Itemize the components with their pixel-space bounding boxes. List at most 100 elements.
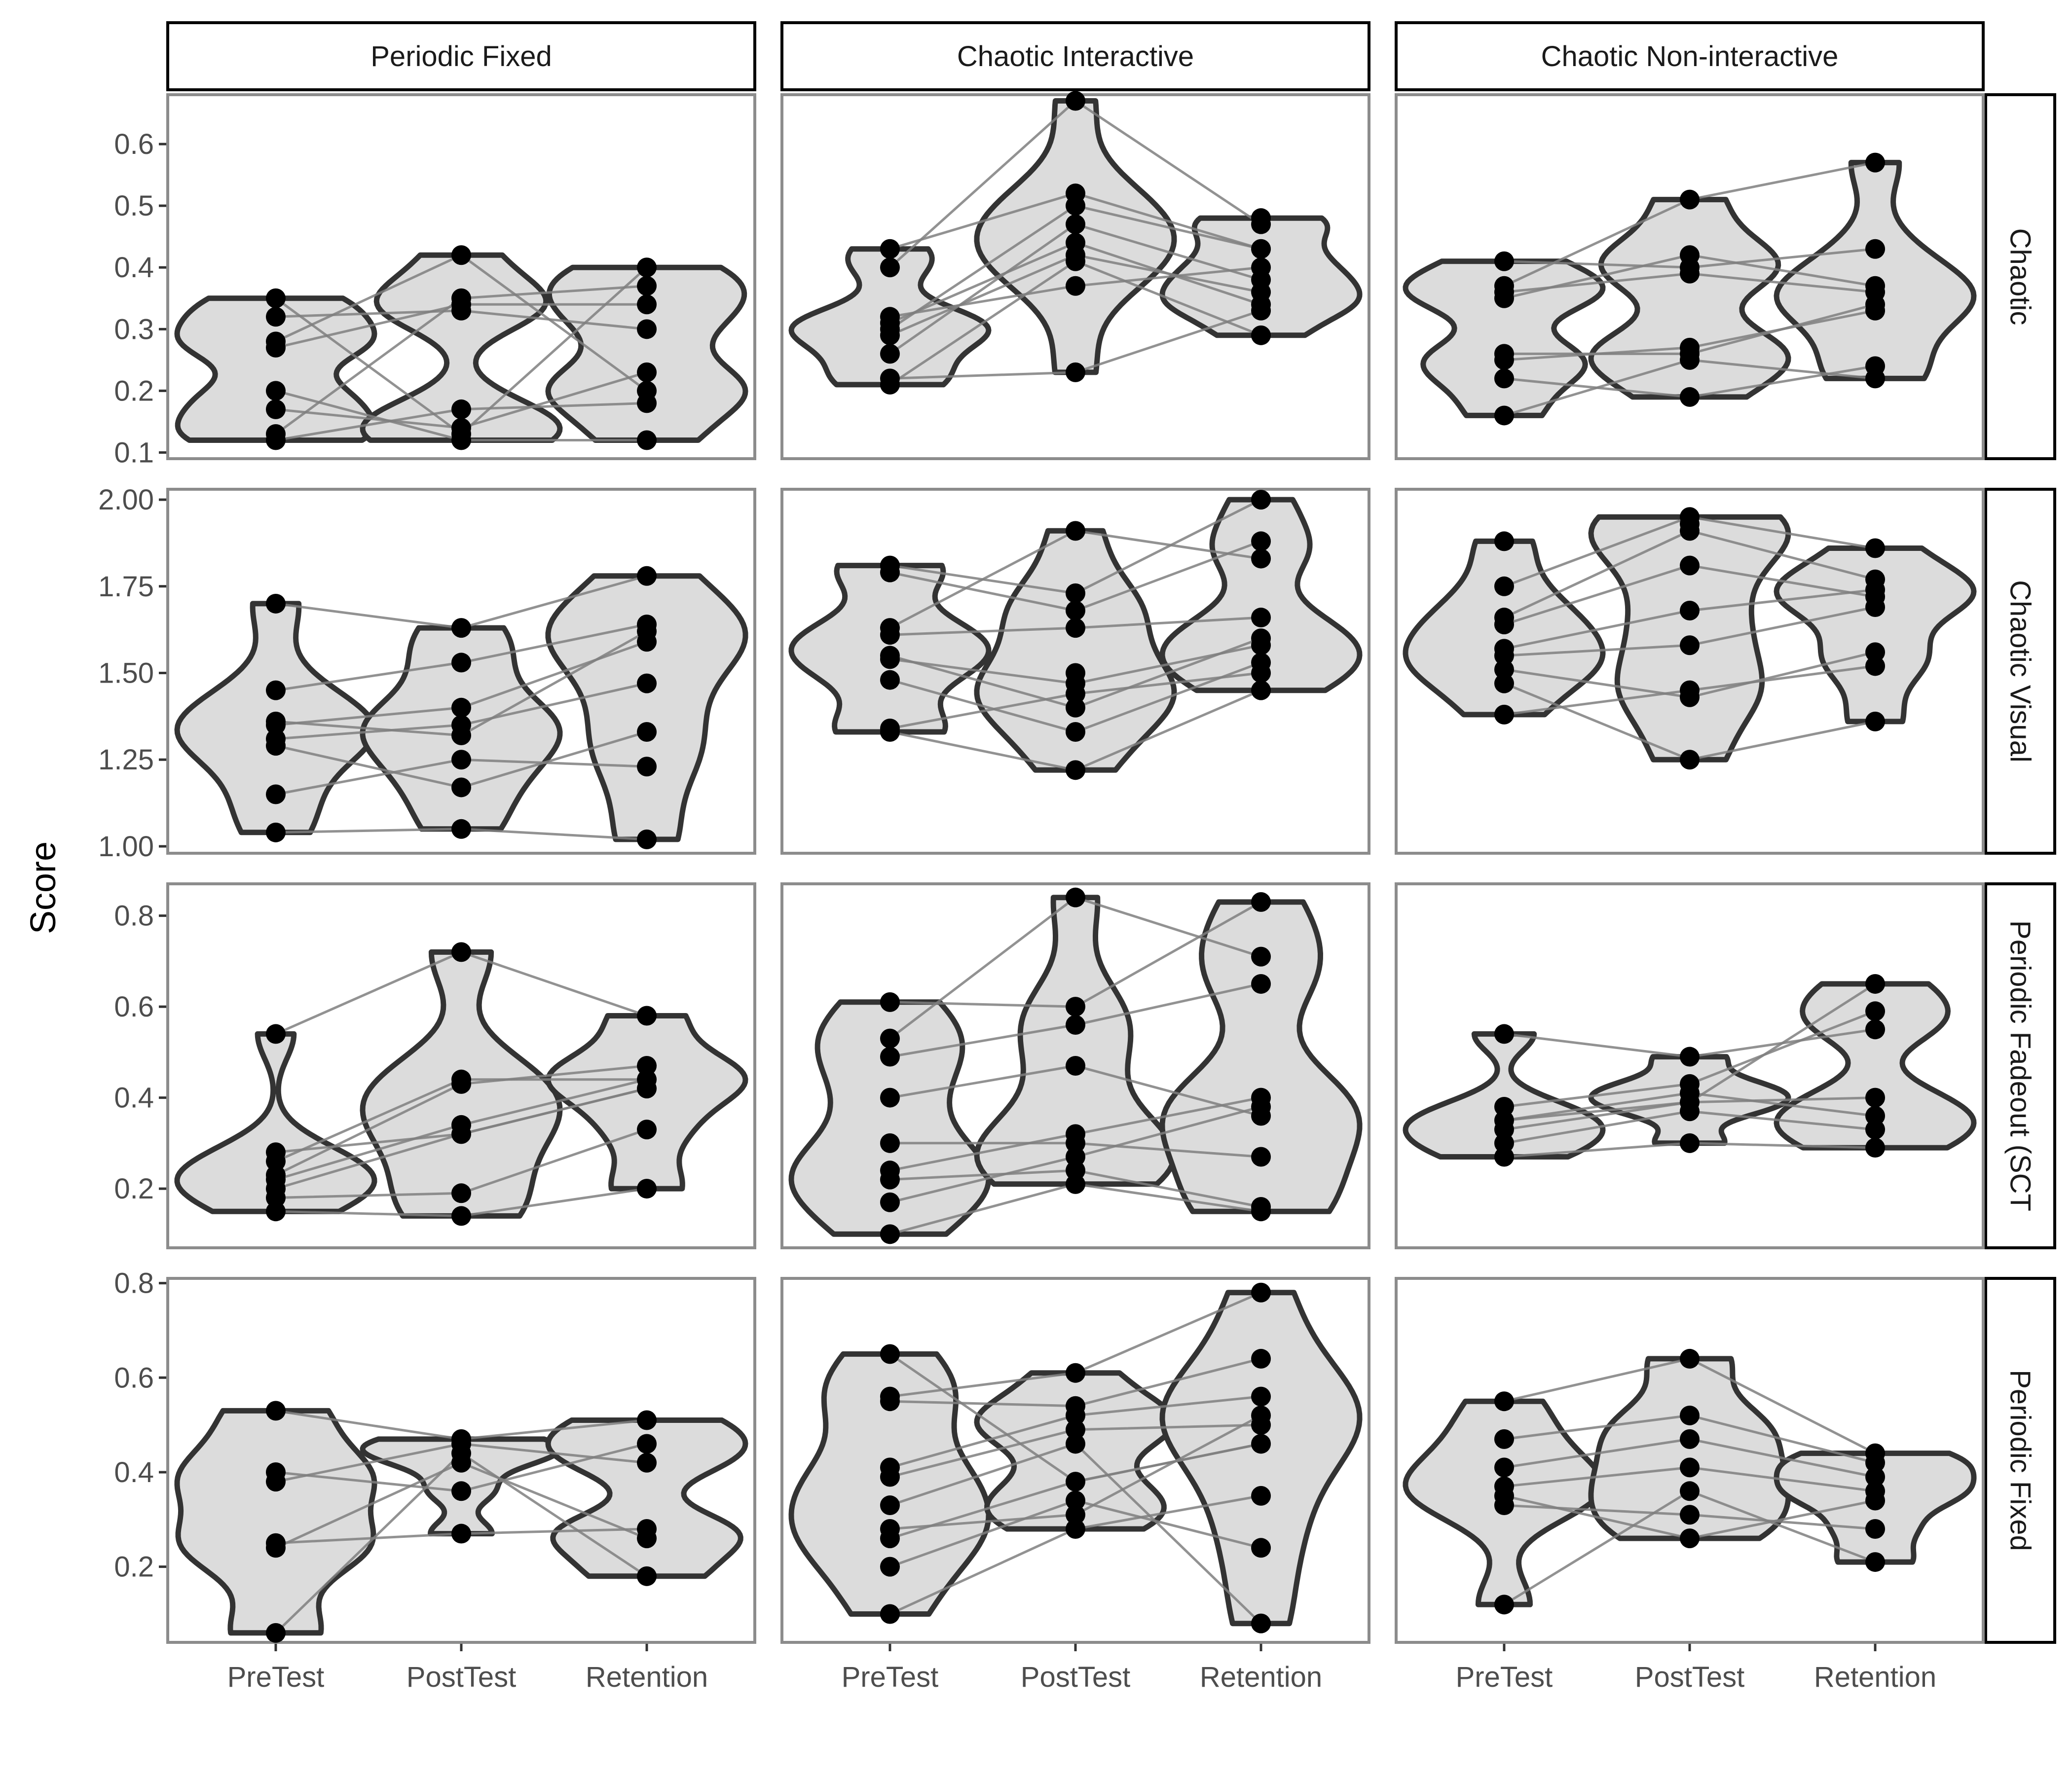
panel-r3-c1 xyxy=(166,882,756,1249)
panel-r4-c2 xyxy=(780,1277,1370,1644)
data-point-posttest xyxy=(1066,233,1085,253)
data-point-posttest xyxy=(1066,1174,1085,1194)
data-point-posttest xyxy=(451,1183,471,1203)
y-axis-row-1: 0.10.20.30.40.50.6 xyxy=(114,95,169,469)
panel-r4-c3 xyxy=(1395,1277,1985,1644)
data-point-posttest xyxy=(1680,1505,1700,1525)
data-point-posttest xyxy=(451,1524,471,1544)
y-axis-title: Score xyxy=(24,841,63,934)
data-point-retention xyxy=(1865,1481,1886,1501)
data-point-posttest xyxy=(1066,214,1085,234)
data-point-retention xyxy=(1251,531,1271,551)
data-point-posttest xyxy=(1066,1015,1085,1035)
data-point-retention xyxy=(1865,711,1886,731)
data-point-posttest xyxy=(451,653,471,673)
data-point-pretest xyxy=(265,822,286,842)
violin-retention xyxy=(1159,1290,1363,1627)
data-point-pretest xyxy=(265,1623,286,1643)
data-point-posttest xyxy=(1680,1074,1700,1094)
data-point-retention xyxy=(637,294,657,315)
panel-r1-c2 xyxy=(780,91,1370,460)
data-point-retention xyxy=(1251,608,1271,628)
data-point-posttest xyxy=(1680,245,1700,265)
y-axis-row-2: 1.001.251.501.752.00 xyxy=(98,484,169,863)
x-tick-label: Retention xyxy=(1200,1661,1322,1693)
data-point-posttest xyxy=(1680,189,1700,210)
data-point-pretest xyxy=(880,718,900,738)
row-strip-label: Periodic Fixed xyxy=(2004,1370,2036,1551)
row-strip-2: Chaotic Visual xyxy=(1984,488,2056,855)
data-point-pretest xyxy=(265,1462,286,1482)
data-point-pretest xyxy=(880,1386,900,1407)
data-point-retention xyxy=(1865,1443,1886,1463)
data-point-posttest xyxy=(1680,1481,1700,1501)
data-point-pretest xyxy=(1494,368,1514,389)
data-point-posttest xyxy=(451,750,471,770)
data-point-pretest xyxy=(265,399,286,419)
data-point-retention xyxy=(637,1434,657,1454)
data-point-pretest xyxy=(265,1201,286,1222)
y-axis-row-3: 0.20.40.60.8 xyxy=(114,884,169,1248)
column-strip-3: Chaotic Non-interactive xyxy=(1395,21,1985,91)
data-point-pretest xyxy=(880,239,900,259)
data-point-pretest xyxy=(880,1192,900,1212)
data-point-retention xyxy=(1865,1552,1886,1572)
data-point-retention xyxy=(637,829,657,849)
data-point-posttest xyxy=(1066,1419,1085,1440)
data-point-pretest xyxy=(880,1047,900,1067)
row-strip-label: Chaotic Visual xyxy=(2004,580,2036,762)
violin-posttest xyxy=(360,252,563,443)
data-point-posttest xyxy=(1066,618,1085,638)
data-point-posttest xyxy=(1680,1457,1700,1478)
data-point-pretest xyxy=(880,992,900,1012)
data-point-retention xyxy=(1251,1405,1271,1425)
data-point-posttest xyxy=(1066,1363,1085,1383)
data-point-posttest xyxy=(1066,601,1085,620)
panel-r1-c1 xyxy=(166,93,756,460)
violin-posttest xyxy=(974,528,1177,773)
x-tick-label: PostTest xyxy=(1021,1661,1130,1693)
data-point-pretest xyxy=(880,1604,900,1624)
data-point-retention xyxy=(637,381,657,401)
data-point-pretest xyxy=(1494,1391,1514,1412)
y-tick-label: 0.2 xyxy=(114,1173,154,1205)
data-point-retention xyxy=(1251,892,1271,912)
y-tick-label: 0.6 xyxy=(114,128,154,160)
data-point-retention xyxy=(1251,1348,1271,1369)
violin-retention xyxy=(545,1417,748,1579)
panel-r1-c3 xyxy=(1395,93,1985,460)
data-point-retention xyxy=(1251,1434,1271,1454)
data-point-retention xyxy=(1251,628,1271,649)
data-point-pretest xyxy=(1494,1024,1514,1044)
data-point-retention xyxy=(1251,1197,1271,1217)
data-point-pretest xyxy=(265,1024,286,1044)
y-tick-label: 1.25 xyxy=(98,744,154,776)
data-point-pretest xyxy=(880,1344,900,1364)
data-point-retention xyxy=(1251,490,1271,510)
y-tick-label: 0.8 xyxy=(114,1268,154,1300)
data-point-pretest xyxy=(1494,576,1514,596)
violin-pretest xyxy=(174,1031,377,1214)
data-point-pretest xyxy=(880,1457,900,1478)
data-point-posttest xyxy=(1680,555,1700,576)
x-tick-label: Retention xyxy=(1814,1661,1936,1693)
violin-retention xyxy=(545,1013,748,1192)
data-point-pretest xyxy=(880,1161,900,1181)
data-point-retention xyxy=(1251,1386,1271,1407)
data-point-posttest xyxy=(1066,1161,1085,1181)
violin-retention xyxy=(1159,497,1363,693)
data-point-retention xyxy=(1251,1147,1271,1167)
data-point-posttest xyxy=(1680,601,1700,620)
y-tick-label: 0.5 xyxy=(114,190,154,222)
y-tick-label: 1.00 xyxy=(98,831,154,863)
data-point-retention xyxy=(637,1006,657,1026)
data-point-pretest xyxy=(265,729,286,749)
data-point-posttest xyxy=(1066,276,1085,296)
violin-retention xyxy=(1774,981,1977,1151)
data-point-pretest xyxy=(265,331,286,352)
row-strip-4: Periodic Fixed xyxy=(1984,1277,2056,1644)
column-strip-2: Chaotic Interactive xyxy=(780,21,1370,91)
